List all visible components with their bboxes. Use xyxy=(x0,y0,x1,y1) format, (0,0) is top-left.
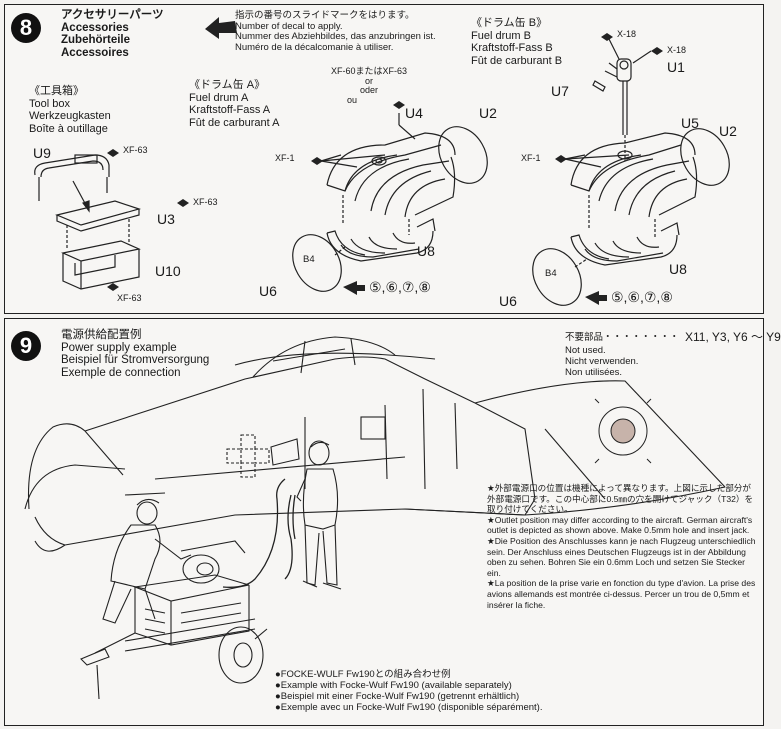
drum-a-title-de: Kraftstoff-Fass A xyxy=(189,104,271,116)
unused-de: Nicht verwenden. xyxy=(565,356,639,367)
drum-a-decal-label: B4 xyxy=(303,254,315,265)
fw190-combo-note: ●FOCKE-WULF Fw190との組み合わせ例 ●Example with … xyxy=(275,669,542,713)
step-9-title-de: Beispiel für Stromversorgung xyxy=(61,354,210,366)
part-u2b-label: U2 xyxy=(719,123,737,139)
unused-en: Not used. xyxy=(565,345,606,356)
part-u1-label: U1 xyxy=(667,59,685,75)
outlet-note-de: ★Die Position des Anschlusses kann je na… xyxy=(487,535,756,578)
drum-a-title-ja: 《ドラム缶 A》 xyxy=(189,79,266,91)
toolbox-title-fr: Boîte à outillage xyxy=(29,122,108,135)
drum-a-title-fr: Fût de carburant A xyxy=(189,116,280,129)
drum-a-color-note-ou: ou xyxy=(347,94,358,105)
part-u3-label: U3 xyxy=(157,211,175,227)
toolbox-drawing xyxy=(34,154,142,290)
part-u8b-label: U8 xyxy=(669,261,687,277)
decal-note: 指示の番号のスライドマークをはります。 Number of decal to a… xyxy=(235,10,436,53)
step-8-title-fr: Accessoires xyxy=(61,46,129,59)
drum-b-title-de: Kraftstoff-Fass B xyxy=(471,42,553,54)
combo-note-en: ●Example with Focke-Wulf Fw190 (availabl… xyxy=(275,680,512,691)
drum-a-decals: ⑤,⑥,⑦,⑧ xyxy=(369,279,431,295)
part-u2a-label: U2 xyxy=(479,105,497,121)
outlet-note-fr: ★La position de la prise varie en foncti… xyxy=(487,578,756,610)
drum-a-title-en: Fuel drum A xyxy=(189,91,249,104)
drum-b-color-xf1: XF-1 xyxy=(521,153,541,163)
outlet-note: ★外部電源口の位置は機種によって異なります。上図に示した部分が外部電源口です。こ… xyxy=(487,483,757,610)
color-xf63-c: XF-63 xyxy=(117,293,142,303)
drum-a-color-note-main: XF-60またはXF-63 xyxy=(331,66,408,76)
part-u9-label: U9 xyxy=(33,145,51,161)
step-9-badge: 9 xyxy=(11,331,41,361)
drum-b-decals: ⑤,⑥,⑦,⑧ xyxy=(611,289,673,305)
drum-a-drawing xyxy=(292,113,488,292)
unused-parts-note: Not used. Nicht verwenden. Non utilisées… xyxy=(565,345,638,378)
drum-b-title-ja: 《ドラム缶 B》 xyxy=(471,17,548,29)
decal-note-ja: 指示の番号のスライドマークをはります。 xyxy=(235,10,415,21)
step-8-title: アクセサリーパーツ Accessories Zubehörteile Acces… xyxy=(61,9,164,59)
fw190-drawing xyxy=(24,336,726,552)
combo-note-ja: ●FOCKE-WULF Fw190との組み合わせ例 xyxy=(275,669,451,680)
drum-a-color-note-oder: oder xyxy=(360,85,379,95)
step-8-title-en: Accessories xyxy=(61,21,129,34)
step-8-badge: 8 xyxy=(11,13,41,43)
color-xf63-a: XF-63 xyxy=(123,145,148,155)
step-8-illustration xyxy=(34,17,730,306)
step-9-title-fr: Exemple de connection xyxy=(61,366,181,379)
mechanic-standing xyxy=(296,440,342,590)
decal-note-en: Number of decal to apply. xyxy=(235,20,343,32)
unused-parts-list: X11, Y3, Y6 ～ Y9 xyxy=(685,330,781,344)
outlet-detail xyxy=(594,398,652,464)
color-xf63-b: XF-63 xyxy=(193,197,218,207)
part-u7-label: U7 xyxy=(551,83,569,99)
decal-arrow-icon xyxy=(205,17,237,39)
part-u6a-label: U6 xyxy=(259,283,277,299)
step-9-title-ja: 電源供給配置例 xyxy=(61,329,142,341)
step-8-title-de: Zubehörteile xyxy=(61,34,131,46)
combo-note-fr: ●Exemple avec un Focke-Wulf Fw190 (dispo… xyxy=(275,702,543,713)
generator-cart-drawing xyxy=(80,498,268,700)
outlet-note-en: ★Outlet position may differ according to… xyxy=(487,514,753,536)
outlet-note-ja: ★外部電源口の位置は機種によって異なります。上図に示した部分が外部電源口です。こ… xyxy=(487,483,754,515)
drum-b-color-x18a: X-18 xyxy=(617,29,637,39)
unused-fr: Non utilisées. xyxy=(565,367,623,378)
drum-b-title-en: Fuel drum B xyxy=(471,29,531,42)
part-u5-label: U5 xyxy=(681,115,699,131)
step-9-illustration xyxy=(24,336,726,700)
part-u8a-label: U8 xyxy=(417,243,435,259)
step-8-title-ja: アクセサリーパーツ xyxy=(61,9,164,21)
power-cable xyxy=(222,478,296,588)
paint-dots xyxy=(107,149,189,291)
unused-label-ja: 不要部品・・・・・・・・ xyxy=(565,332,680,343)
drum-b-title: 《ドラム缶 B》 Fuel drum B Kraftstoff-Fass B F… xyxy=(471,17,562,67)
drum-a-color-xf1: XF-1 xyxy=(275,153,295,163)
toolbox-title-ja: 《工具箱》 xyxy=(29,85,84,97)
drum-a-color-note: XF-60またはXF-63 or oder ou xyxy=(331,66,408,105)
part-u4-label: U4 xyxy=(405,105,423,121)
decal-note-de: Nummer des Abziehbildes, das anzubringen… xyxy=(235,31,436,43)
drum-b-title-fr: Fût de carburant B xyxy=(471,54,563,67)
part-u10-label: U10 xyxy=(155,263,181,279)
drum-b-color-x18b: X-18 xyxy=(667,45,687,55)
toolbox-title: 《工具箱》 Tool box Werkzeugkasten Boîte à ou… xyxy=(29,85,111,135)
step-8-panel: 8 アクセサリーパーツ Accessories Zubehörteile Acc… xyxy=(4,4,764,314)
drum-a-color-note-or: or xyxy=(365,75,374,86)
step-9-title-en: Power supply example xyxy=(61,341,177,354)
drum-a-title: 《ドラム缶 A》 Fuel drum A Kraftstoff-Fass A F… xyxy=(189,79,280,129)
decal-note-fr: Numéro de la décalcomanie à utiliser. xyxy=(235,41,394,53)
combo-note-de: ●Beispiel mit einer Focke-Wulf Fw190 (ge… xyxy=(275,691,520,702)
toolbox-title-de: Werkzeugkasten xyxy=(29,110,111,122)
drum-b-drawing xyxy=(532,38,730,306)
drum-b-decal-label: B4 xyxy=(545,268,557,279)
step-9-title: 電源供給配置例 Power supply example Beispiel fü… xyxy=(61,329,209,379)
part-u6b-label: U6 xyxy=(499,293,517,309)
step-9-panel: 9 電源供給配置例 Power supply example Beispiel … xyxy=(4,318,781,726)
toolbox-title-en: Tool box xyxy=(29,97,70,110)
